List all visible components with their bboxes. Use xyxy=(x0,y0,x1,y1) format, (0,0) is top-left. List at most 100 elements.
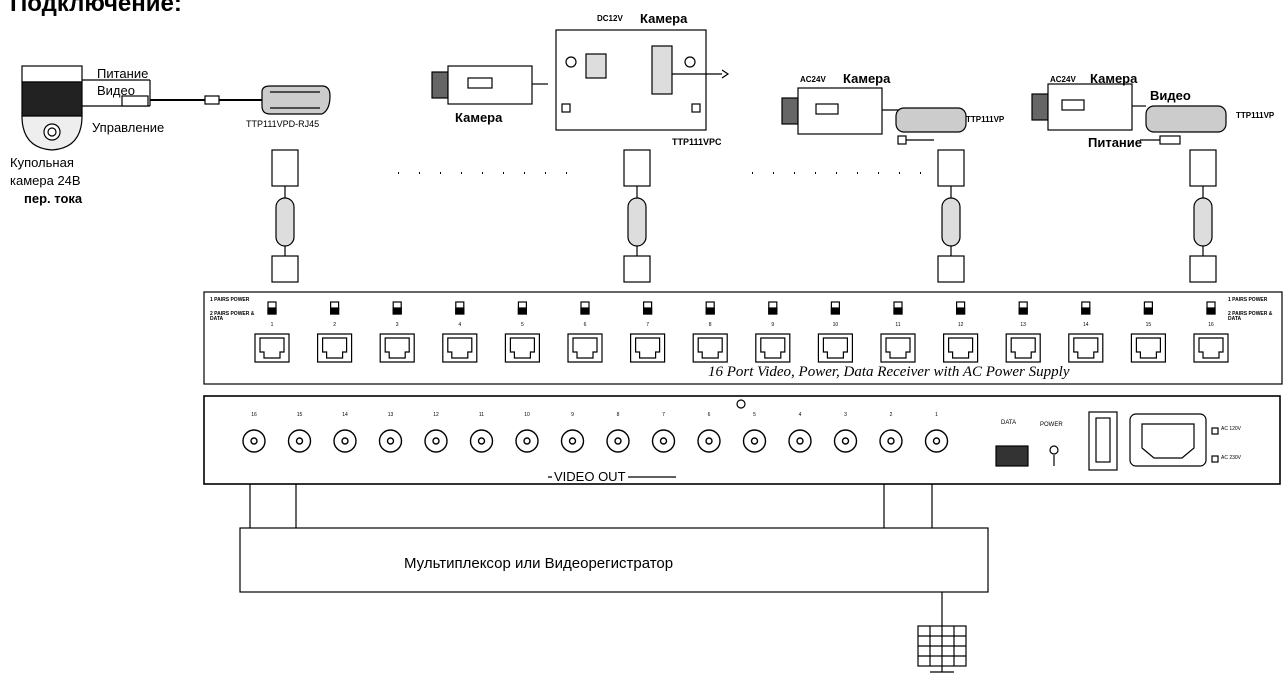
front-port-number: 2 xyxy=(333,322,336,328)
bnc-connector xyxy=(924,429,949,453)
bnc-connector xyxy=(333,429,357,453)
balun-vp-label-2: TTP111VP xyxy=(1236,111,1275,120)
port-switch-knob xyxy=(330,307,340,315)
camera-label-ac2: Камера xyxy=(1090,71,1138,86)
rear-port-number: 2 xyxy=(889,412,893,418)
bnc-pin xyxy=(796,437,804,445)
bnc-connector xyxy=(651,429,676,453)
rj45-port xyxy=(943,333,979,363)
dome-camera-label-2: камера 24В xyxy=(10,173,81,188)
front-port-number: 12 xyxy=(957,322,964,328)
patch-cord-4-icon xyxy=(1189,149,1217,283)
front-port-number: 5 xyxy=(521,322,524,328)
page-title: Подключение: xyxy=(10,0,182,17)
bullet-camera-ac1-icon xyxy=(781,87,967,145)
front-port-number: 7 xyxy=(646,322,649,328)
rj45-port xyxy=(1068,333,1104,363)
front-port-number: 4 xyxy=(458,322,462,328)
balun-vp-label-1: TTP111VP xyxy=(966,115,1005,124)
port-switch-knob xyxy=(642,307,653,315)
power-led-label: POWER xyxy=(1040,422,1063,428)
rear-port-number: 9 xyxy=(571,412,574,418)
switch-legend-right-bottom: 2 PAIRS POWER & DATA xyxy=(1228,311,1273,322)
port-switch-knob xyxy=(455,307,465,315)
bnc-pin xyxy=(750,437,759,445)
bnc-connector xyxy=(606,429,630,453)
balun-vpc-label: TTP111VPC xyxy=(672,137,722,147)
bnc-connector xyxy=(424,429,448,453)
bnc-pin xyxy=(523,437,531,445)
balun-box-icon xyxy=(555,29,730,131)
rj45-port xyxy=(254,333,290,363)
port-switch-knob xyxy=(517,307,528,315)
front-port-number: 6 xyxy=(583,322,587,328)
switch-legend-left-bottom: 2 PAIRS POWER & DATA xyxy=(210,311,255,322)
dc12v-label: DC12V xyxy=(597,14,623,23)
front-port-number: 11 xyxy=(895,322,901,328)
port-switch-knob xyxy=(768,307,778,315)
rear-port-number: 4 xyxy=(798,412,802,418)
rj45-port xyxy=(692,333,728,363)
bnc-connector xyxy=(833,429,858,453)
bnc-connector xyxy=(788,429,812,453)
bnc-pin xyxy=(477,437,486,445)
bnc-pin xyxy=(432,437,440,445)
bnc-pin xyxy=(614,437,622,445)
rear-port-number: 14 xyxy=(342,412,348,418)
receiver-caption: 16 Port Video, Power, Data Receiver with… xyxy=(708,364,1070,380)
rj45-port xyxy=(567,333,603,363)
patch-cord-2-icon xyxy=(623,149,651,283)
switch-legend-left-top: 1 PAIRS POWER xyxy=(210,297,250,303)
rj45-port xyxy=(880,333,916,363)
dome-video-label: Видео xyxy=(97,83,135,98)
switch-legend-right-top: 1 PAIRS POWER xyxy=(1228,297,1268,303)
receiver-ports xyxy=(254,301,1229,363)
front-port-number: 1 xyxy=(270,322,274,328)
bnc-pin xyxy=(250,437,258,445)
front-port-number: 16 xyxy=(1208,322,1214,328)
multiplexer-label: Мультиплексор или Видеорегистратор xyxy=(404,555,674,572)
port-switch-knob xyxy=(830,307,841,315)
port-switch-knob xyxy=(392,307,402,315)
rear-port-number: 12 xyxy=(433,412,439,418)
camera-label-left: Камера xyxy=(455,110,503,125)
bnc-connectors xyxy=(242,429,949,453)
rj45-port xyxy=(442,333,478,363)
port-switch-knob xyxy=(893,307,903,315)
front-port-number: 14 xyxy=(1083,322,1089,328)
bnc-pin xyxy=(887,437,895,445)
rj45-port xyxy=(504,333,540,363)
dome-camera-icon xyxy=(21,65,83,151)
dome-camera-label-1: Купольная xyxy=(10,155,74,170)
front-port-number: 10 xyxy=(832,322,839,328)
bnc-connector xyxy=(242,429,266,453)
rear-port-number: 16 xyxy=(251,412,257,418)
receiver-rear-panel xyxy=(203,395,1281,485)
rj45-port xyxy=(1130,333,1166,363)
bnc-pin xyxy=(386,437,395,445)
bullet-camera-icon xyxy=(431,65,548,105)
bnc-pin xyxy=(341,437,349,445)
rear-port-number: 7 xyxy=(662,412,665,418)
rear-port-number: 6 xyxy=(707,412,711,418)
rj45-port xyxy=(755,333,791,363)
power-label-cam: Питание xyxy=(1088,135,1143,150)
bnc-connector xyxy=(469,429,494,453)
ac120-label: AC 120V xyxy=(1221,426,1242,432)
patch-cord-3-icon xyxy=(937,149,965,283)
front-port-number: 3 xyxy=(395,322,399,328)
monitor-icon xyxy=(917,625,967,673)
bnc-connector xyxy=(697,429,721,453)
ac24v-label-2: AC24V xyxy=(1050,75,1076,84)
bnc-pin xyxy=(568,437,577,445)
dome-camera-label-3: пер. тока xyxy=(24,191,83,206)
bnc-pin xyxy=(295,437,304,445)
video-out-label: VIDEO OUT xyxy=(552,469,628,484)
rear-port-number: 8 xyxy=(616,412,620,418)
rj45-port xyxy=(1193,333,1229,363)
bullet-camera-ac2-icon xyxy=(1031,83,1227,145)
bnc-connector xyxy=(560,429,585,453)
video-label: Видео xyxy=(1150,88,1191,103)
camera-label-top: Камера xyxy=(640,11,688,26)
port-switch-knob xyxy=(1081,307,1091,315)
